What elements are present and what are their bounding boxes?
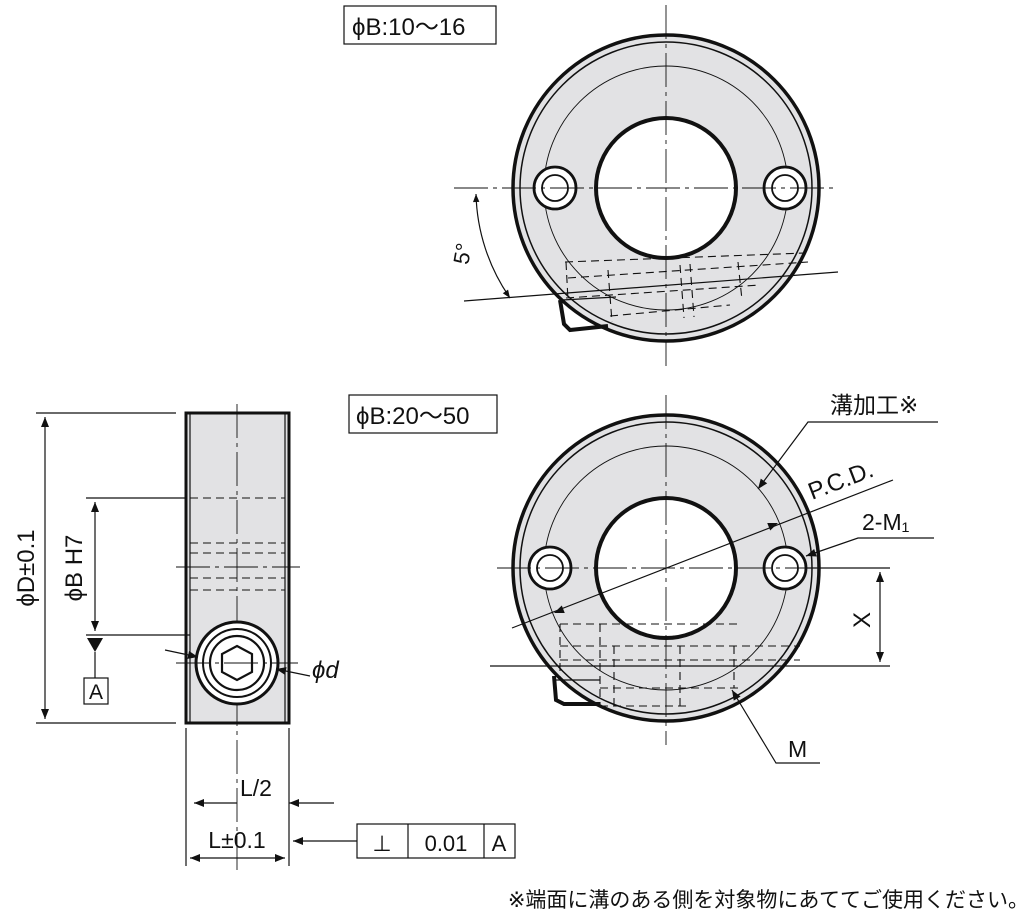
datum-label: A (89, 681, 103, 704)
length-label: L±0.1 (208, 827, 265, 853)
half-length-label: L/2 (240, 775, 272, 801)
range-small-label: ϕB:10～16 (352, 14, 466, 41)
range-small-box (343, 5, 497, 45)
tolerance-value: 0.01 (425, 831, 468, 856)
tolerance-datum: A (492, 831, 507, 856)
bore-label: ϕB H7 (61, 535, 88, 602)
angle-label: 5° (448, 241, 476, 266)
usage-note: ※端面に溝のある側を対象物にあててご使用ください。 (507, 888, 1029, 912)
range-large-label: ϕB:20～50 (356, 403, 470, 430)
m-label: M (788, 736, 807, 762)
small-d-label: ϕd (312, 657, 339, 684)
range-large-box (348, 394, 498, 434)
tolerance-frame: ⊥ 0.01 A (356, 823, 516, 859)
x-label: X (849, 612, 876, 628)
bottom-front-view: ϕB:20～50 (348, 392, 938, 764)
top-front-view: ϕB:10～16 5° (343, 5, 839, 366)
tolerance-symbol: ⊥ (372, 831, 391, 856)
pcd-label: P.C.D. (804, 456, 877, 505)
outer-dia-label: ϕD±0.1 (13, 529, 40, 606)
datum-box (83, 677, 109, 705)
m1-label: 2-M₁ (862, 509, 910, 535)
side-view: ϕd ϕD±0.1 ϕB H7 A L/2 L±0.1 ⊥ 0 (13, 404, 516, 870)
groove-label: 溝加工※ (830, 392, 918, 418)
